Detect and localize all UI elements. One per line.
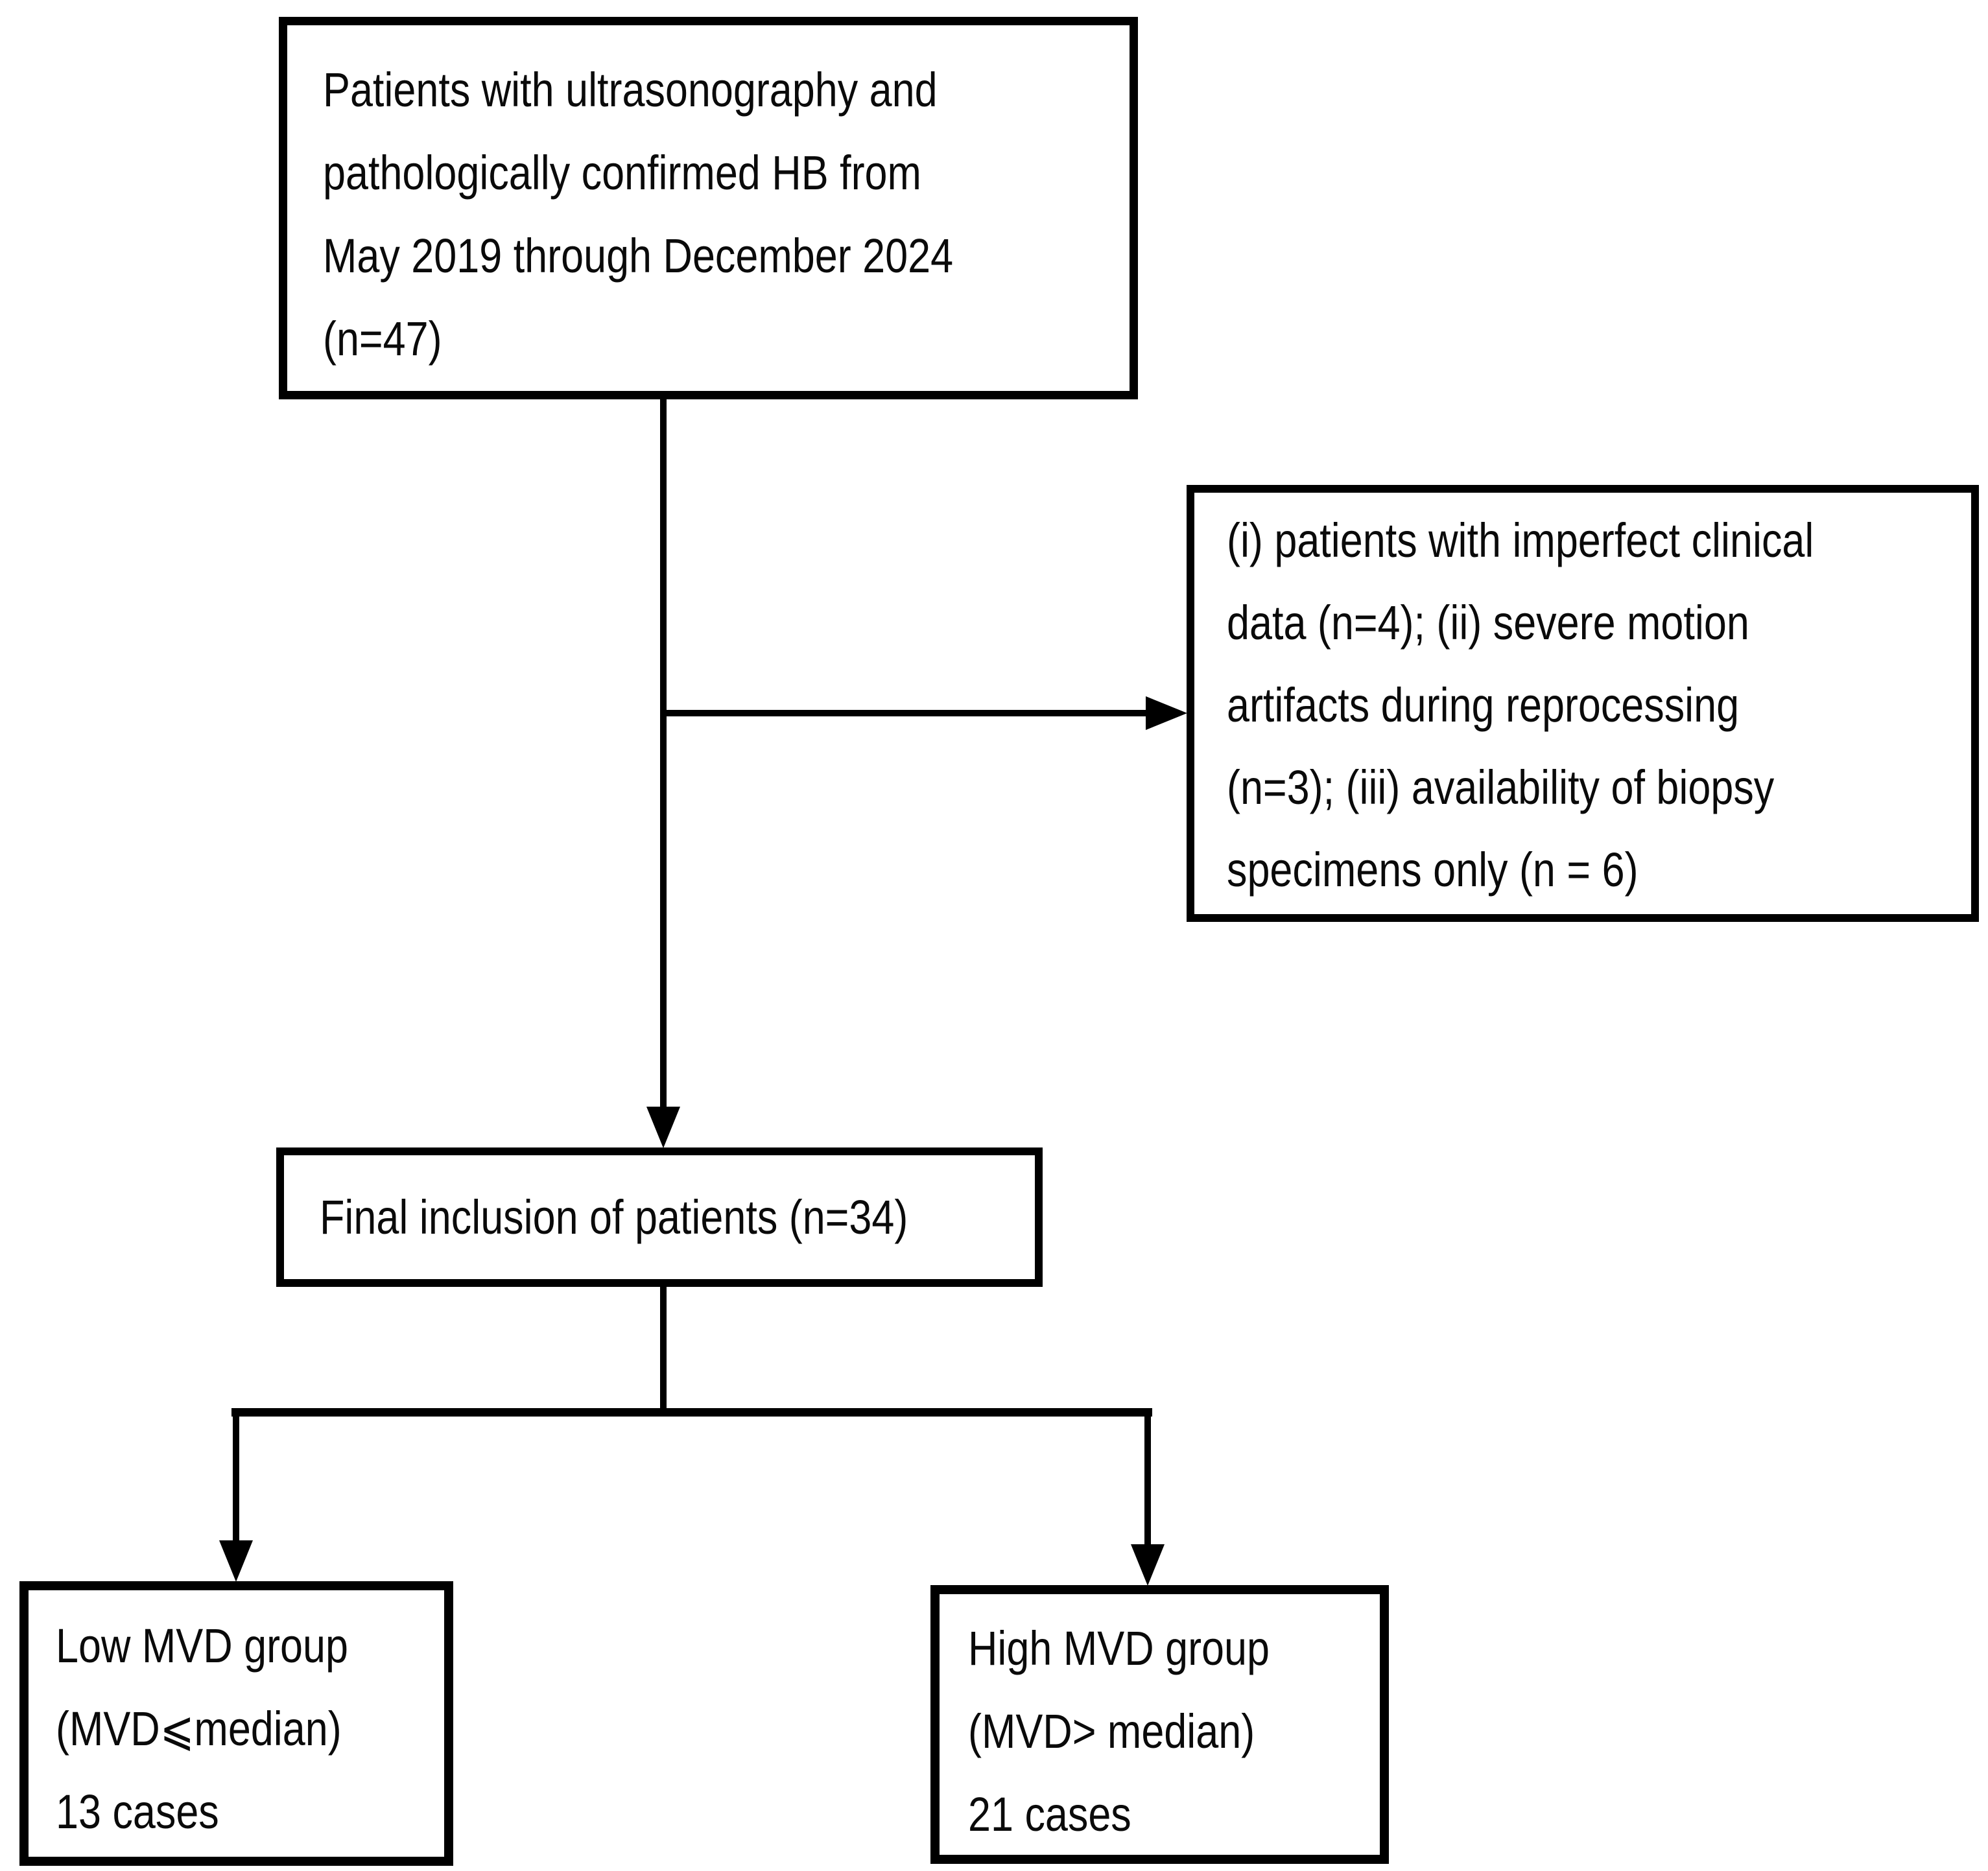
connector-to-exclusions	[663, 710, 1151, 716]
high-mvd-group-text: High MVD group (MVD> median) 21 cases	[940, 1594, 1380, 1856]
arrowhead-right-exclusions-icon	[1146, 696, 1187, 730]
low-mvd-group-line: Low MVD group	[56, 1619, 348, 1673]
connector-branch-to-low	[233, 1408, 239, 1543]
initial-cohort-line: pathologically confirmed HB from	[323, 146, 921, 200]
low-mvd-group-line: 13 cases	[56, 1785, 219, 1839]
low-mvd-group-box: Low MVD group (MVD⩽median) 13 cases	[19, 1581, 453, 1866]
initial-cohort-line: May 2019 through December 2024	[323, 229, 954, 283]
exclusions-line: artifacts during reprocessing	[1227, 678, 1740, 732]
connector-final-to-branch	[660, 1286, 667, 1414]
final-inclusion-line: Final inclusion of patients (n=34)	[320, 1190, 908, 1244]
exclusions-line: specimens only (n = 6)	[1227, 843, 1639, 897]
arrowhead-down-high-mvd-icon	[1131, 1544, 1165, 1586]
connector-initial-to-final	[660, 399, 667, 1111]
high-mvd-group-line: High MVD group	[968, 1621, 1270, 1675]
high-mvd-group-line: 21 cases	[968, 1787, 1131, 1841]
connector-branch-to-high	[1144, 1408, 1151, 1547]
final-inclusion-text: Final inclusion of patients (n=34)	[284, 1176, 1012, 1259]
arrowhead-down-low-mvd-icon	[219, 1540, 253, 1582]
exclusions-line: (i) patients with imperfect clinical	[1227, 513, 1814, 567]
exclusions-box: (i) patients with imperfect clinical dat…	[1187, 485, 1979, 922]
initial-cohort-line: Patients with ultrasonography and	[323, 63, 938, 117]
low-mvd-group-text: Low MVD group (MVD⩽median) 13 cases	[29, 1590, 444, 1853]
exclusions-text: (i) patients with imperfect clinical dat…	[1194, 493, 1971, 911]
high-mvd-group-box: High MVD group (MVD> median) 21 cases	[930, 1585, 1389, 1864]
initial-cohort-text: Patients with ultrasonography and pathol…	[287, 25, 1130, 381]
final-inclusion-box: Final inclusion of patients (n=34)	[276, 1147, 1043, 1287]
connector-branch-horizontal	[231, 1408, 1152, 1417]
arrowhead-down-final-icon	[646, 1107, 680, 1148]
exclusions-line: (n=3); (iii) availability of biopsy	[1227, 760, 1775, 814]
high-mvd-group-line: (MVD> median)	[968, 1704, 1255, 1758]
exclusions-line: data (n=4); (ii) severe motion	[1227, 596, 1749, 650]
initial-cohort-line: (n=47)	[323, 312, 442, 366]
low-mvd-group-line: (MVD⩽median)	[56, 1702, 342, 1756]
initial-cohort-box: Patients with ultrasonography and pathol…	[279, 17, 1138, 399]
